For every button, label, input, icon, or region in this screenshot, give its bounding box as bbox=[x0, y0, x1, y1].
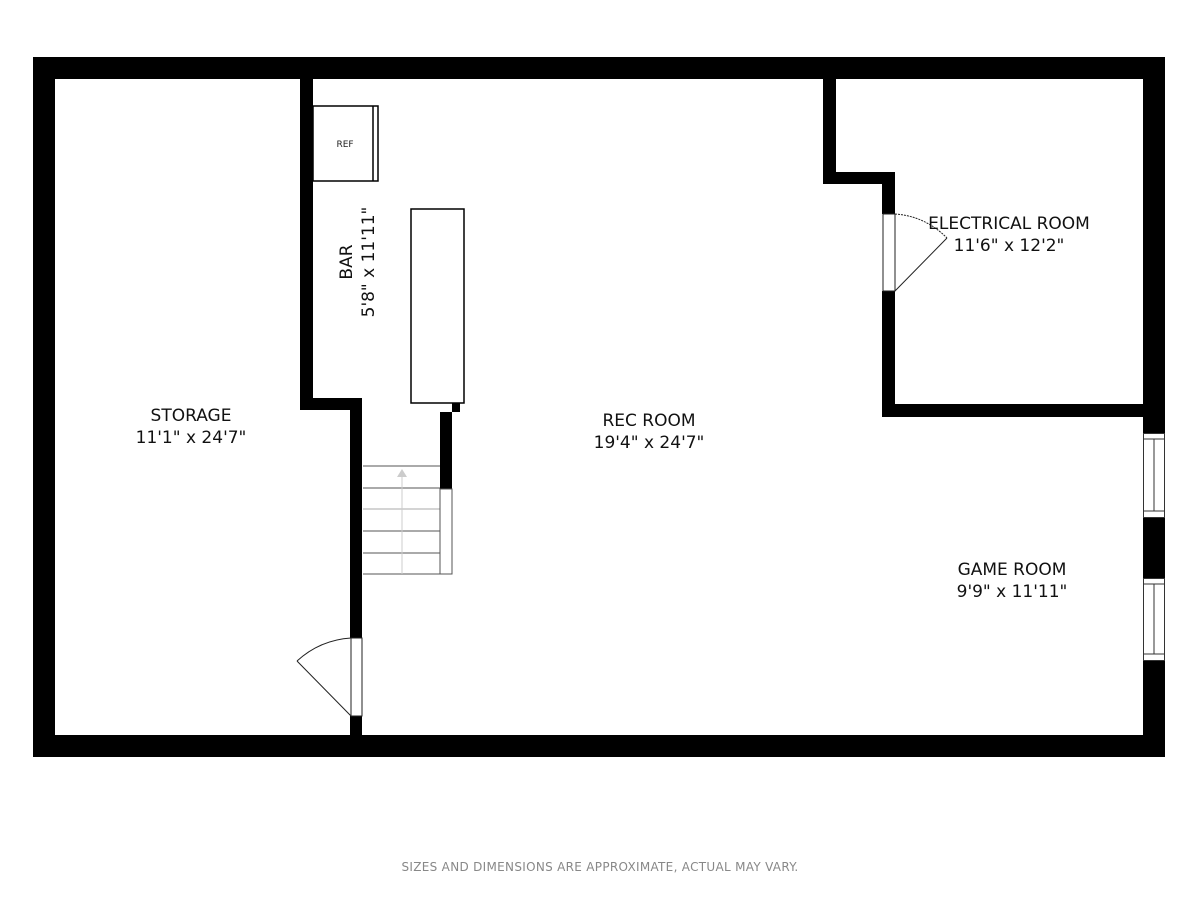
wall-right-upper bbox=[1143, 57, 1165, 433]
room-dims: 5'8" x 11'11" bbox=[359, 206, 379, 318]
wall-left bbox=[33, 57, 55, 757]
doors bbox=[296, 213, 948, 717]
wall-stub bbox=[452, 402, 460, 412]
room-dims: 11'6" x 12'2" bbox=[953, 236, 1065, 256]
disclaimer: SIZES AND DIMENSIONS ARE APPROXIMATE, AC… bbox=[401, 860, 799, 874]
room-name: STORAGE bbox=[150, 406, 232, 426]
wall-elec-notch bbox=[823, 172, 895, 184]
stairs bbox=[363, 465, 453, 575]
room-name: GAME ROOM bbox=[957, 560, 1067, 580]
wall-bar-bottom bbox=[300, 398, 362, 410]
room-name: BAR bbox=[337, 244, 357, 280]
bar-counter bbox=[410, 208, 465, 404]
room-label-electrical-room: ELECTRICAL ROOM 11'6" x 12'2" bbox=[928, 213, 1090, 257]
room-label-bar: BAR 5'8" x 11'11" bbox=[336, 207, 380, 318]
room-label-game-room: GAME ROOM 9'9" x 11'11" bbox=[957, 559, 1068, 603]
wall-storage-right-end bbox=[350, 716, 362, 736]
wall-top bbox=[33, 57, 1165, 79]
room-dims: 19'4" x 24'7" bbox=[593, 433, 705, 453]
wall-bar-left bbox=[300, 79, 313, 410]
room-name: REC ROOM bbox=[602, 411, 696, 431]
wall-right-mid bbox=[1143, 517, 1165, 578]
room-label-rec-room: REC ROOM 19'4" x 24'7" bbox=[594, 410, 705, 454]
wall-elec-left-top bbox=[823, 79, 836, 184]
storage-door bbox=[296, 637, 363, 717]
wall-storage-right bbox=[350, 398, 362, 638]
wall-elec-left-a bbox=[882, 172, 895, 214]
refrigerator bbox=[312, 105, 379, 182]
room-dims: 9'9" x 11'11" bbox=[956, 582, 1068, 602]
room-label-storage: STORAGE 11'1" x 24'7" bbox=[136, 405, 247, 449]
room-name: ELECTRICAL ROOM bbox=[928, 214, 1090, 234]
stair-arrow-icon bbox=[397, 469, 407, 477]
wall-elec-bottom bbox=[882, 404, 1143, 417]
wall-stair-right bbox=[440, 412, 452, 490]
electrical-door bbox=[882, 213, 948, 292]
wall-bottom bbox=[33, 735, 1165, 757]
ref-label: REF bbox=[336, 140, 353, 150]
wall-right-lower bbox=[1143, 660, 1165, 757]
walls bbox=[33, 57, 1165, 757]
windows bbox=[1143, 433, 1165, 661]
fixtures bbox=[312, 105, 465, 404]
room-dims: 11'1" x 24'7" bbox=[135, 428, 247, 448]
wall-elec-left-b bbox=[882, 291, 895, 417]
